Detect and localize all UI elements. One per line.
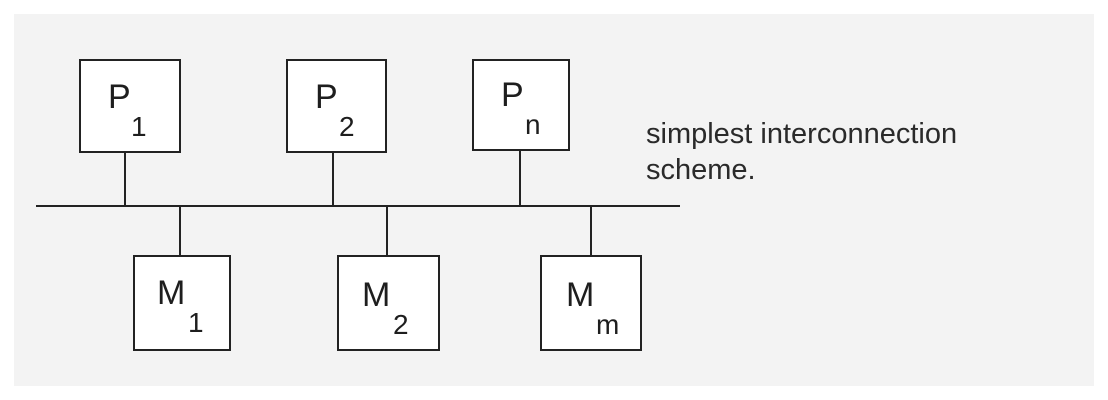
- processor-n-letter: P: [501, 76, 524, 114]
- memory-2-node: M 2: [337, 255, 440, 351]
- memory-1-box: [133, 255, 231, 351]
- memory-m-box: [540, 255, 642, 351]
- diagram-caption: simplest interconnection scheme.: [646, 116, 957, 188]
- processor-2-subscript: 2: [339, 111, 355, 142]
- processor-2-letter: P: [315, 78, 338, 116]
- memory-1-subscript: 1: [188, 307, 204, 338]
- memory-m-subscript: m: [596, 309, 619, 340]
- processor-1-subscript: 1: [131, 111, 147, 142]
- processor-n-subscript: n: [525, 109, 541, 140]
- memory-1-letter: M: [157, 274, 185, 312]
- processor-1-letter: P: [108, 78, 131, 116]
- memory-2-box: [337, 255, 440, 351]
- processor-2-node: P 2: [286, 59, 387, 153]
- memory-m-letter: M: [566, 276, 594, 314]
- memory-2-subscript: 2: [393, 309, 409, 340]
- caption-line-2: scheme.: [646, 154, 756, 186]
- memory-m-node: M m: [540, 255, 642, 351]
- processor-1-node: P 1: [79, 59, 181, 153]
- processor-n-node: P n: [472, 59, 570, 151]
- processor-1-box: [79, 59, 181, 153]
- processor-n-box: [472, 59, 570, 151]
- caption-line-1: simplest interconnection: [646, 118, 958, 150]
- memory-2-letter: M: [362, 276, 390, 314]
- memory-1-node: M 1: [133, 255, 231, 351]
- processor-2-box: [286, 59, 387, 153]
